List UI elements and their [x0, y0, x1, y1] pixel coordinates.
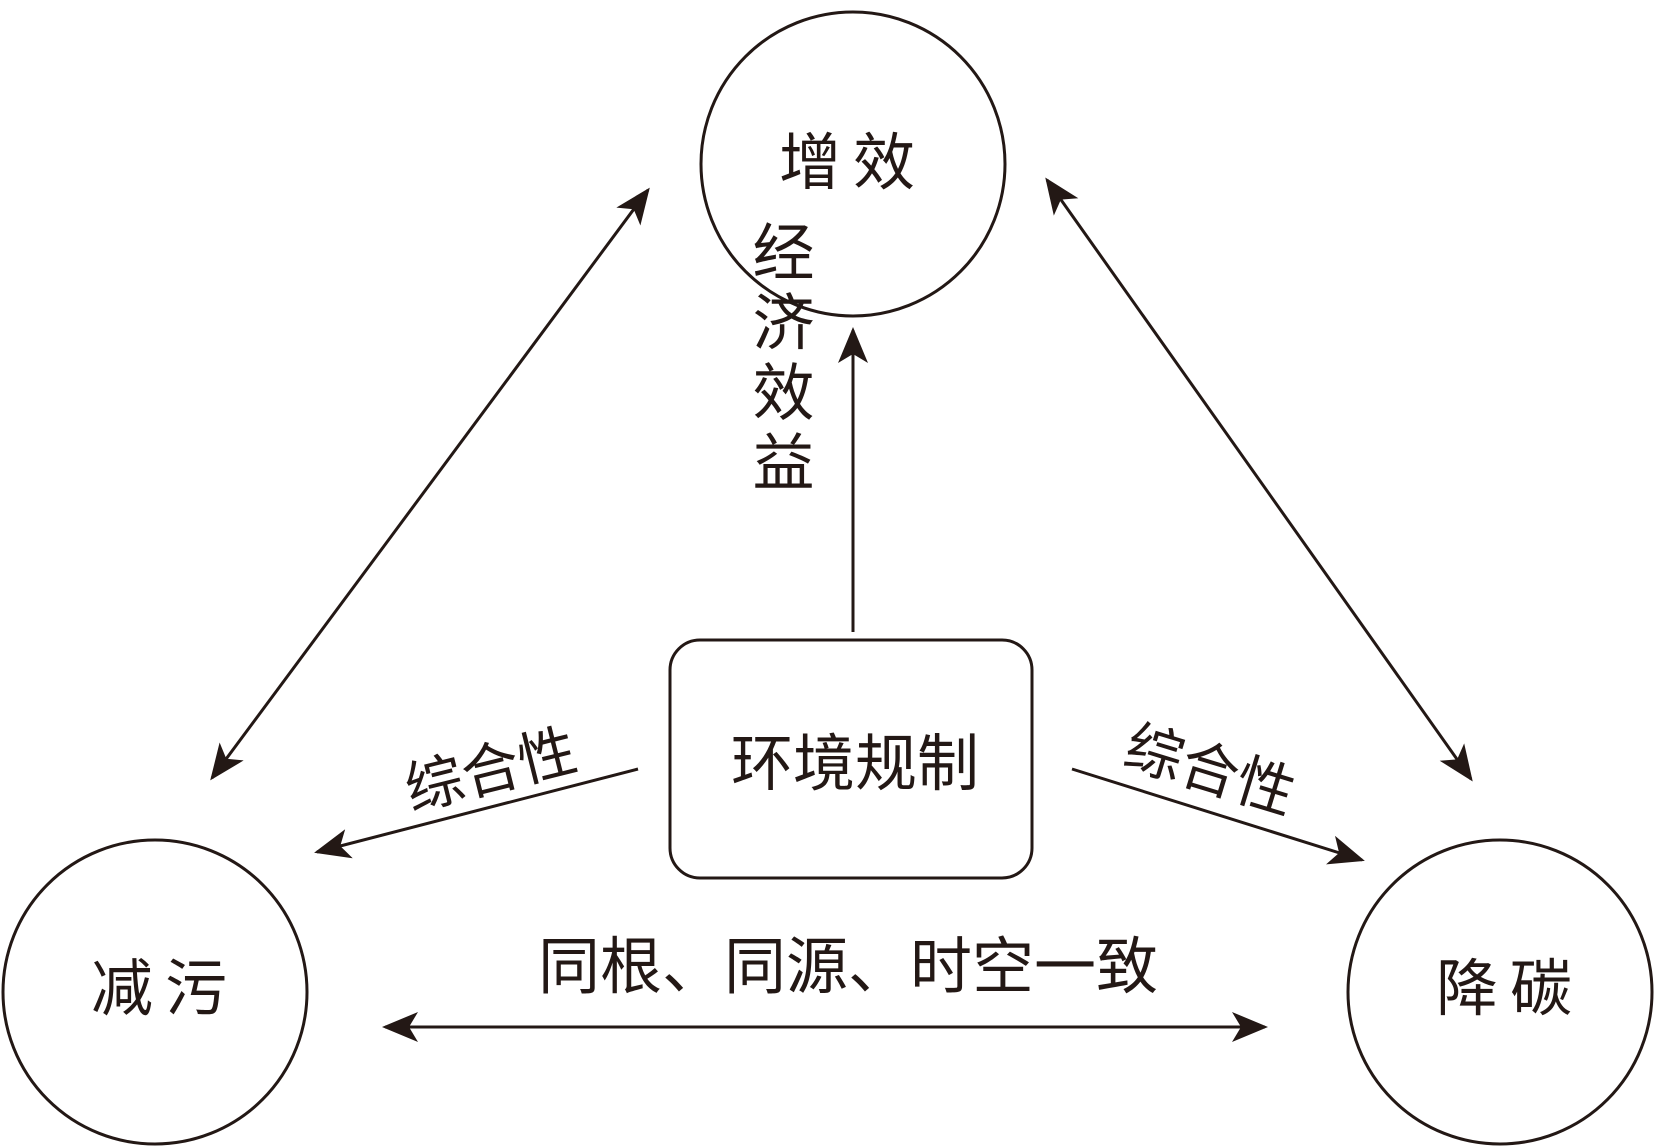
- node-center-box: [668, 638, 1034, 880]
- node-top-label: 增效: [779, 126, 927, 199]
- node-center-label: 环境规制: [731, 727, 979, 800]
- node-right-label: 降碳: [1436, 952, 1584, 1025]
- node-left-label: 减污: [91, 952, 239, 1025]
- node-top-circle: [699, 10, 1007, 318]
- arrow-center-to-right: [1071, 767, 1365, 865]
- edge-label-center-right: 综合性: [1117, 712, 1303, 828]
- arrow-top-right: [1045, 177, 1473, 782]
- edge-label-center-top: 经济效益: [742, 220, 815, 500]
- arrow-top-left: [210, 187, 650, 781]
- node-left-circle: [1, 838, 309, 1146]
- node-right-circle: [1346, 838, 1654, 1146]
- arrow-center-to-left: [314, 767, 639, 859]
- edge-label-left-right: 同根、同源、时空一致: [538, 930, 1158, 1003]
